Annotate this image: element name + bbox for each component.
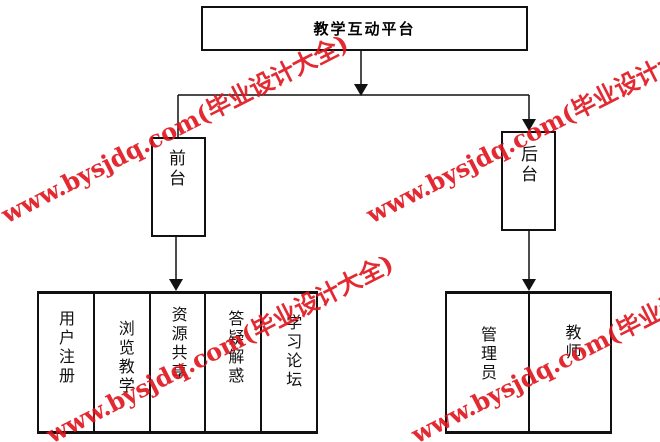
frontend-child: 学习论坛 [261, 294, 318, 431]
child-label: 教师 [562, 324, 582, 362]
backend-child: 管理员 [445, 294, 529, 431]
root-label: 教学互动平台 [313, 20, 416, 38]
frontend-child: 答疑解惑 [205, 294, 262, 431]
frontend-child: 资源共享 [149, 294, 206, 431]
backend-node: 后台 [501, 131, 556, 231]
arrow-icon [169, 279, 183, 291]
frontend-children-group: 用户注册 浏览教学 资源共享 答疑解惑 学习论坛 [37, 291, 318, 434]
child-label: 答疑解惑 [225, 310, 245, 386]
child-label: 资源共享 [168, 306, 188, 382]
frontend-child: 用户注册 [37, 294, 94, 431]
child-label: 浏览教学 [115, 320, 135, 396]
root-node: 教学互动平台 [201, 6, 528, 51]
arrow-icon [354, 84, 368, 96]
frontend-child: 浏览教学 [93, 294, 150, 431]
child-label: 管理员 [478, 326, 497, 383]
child-label: 用户注册 [56, 310, 75, 386]
frontend-node: 前台 [151, 137, 206, 237]
backend-label: 后台 [517, 145, 537, 185]
backend-child: 教师 [528, 294, 612, 431]
arrow-icon [522, 279, 536, 291]
frontend-label: 前台 [165, 149, 185, 189]
arrow-icon [522, 119, 536, 131]
backend-children-group: 管理员 教师 [445, 291, 612, 434]
child-label: 学习论坛 [283, 314, 303, 390]
